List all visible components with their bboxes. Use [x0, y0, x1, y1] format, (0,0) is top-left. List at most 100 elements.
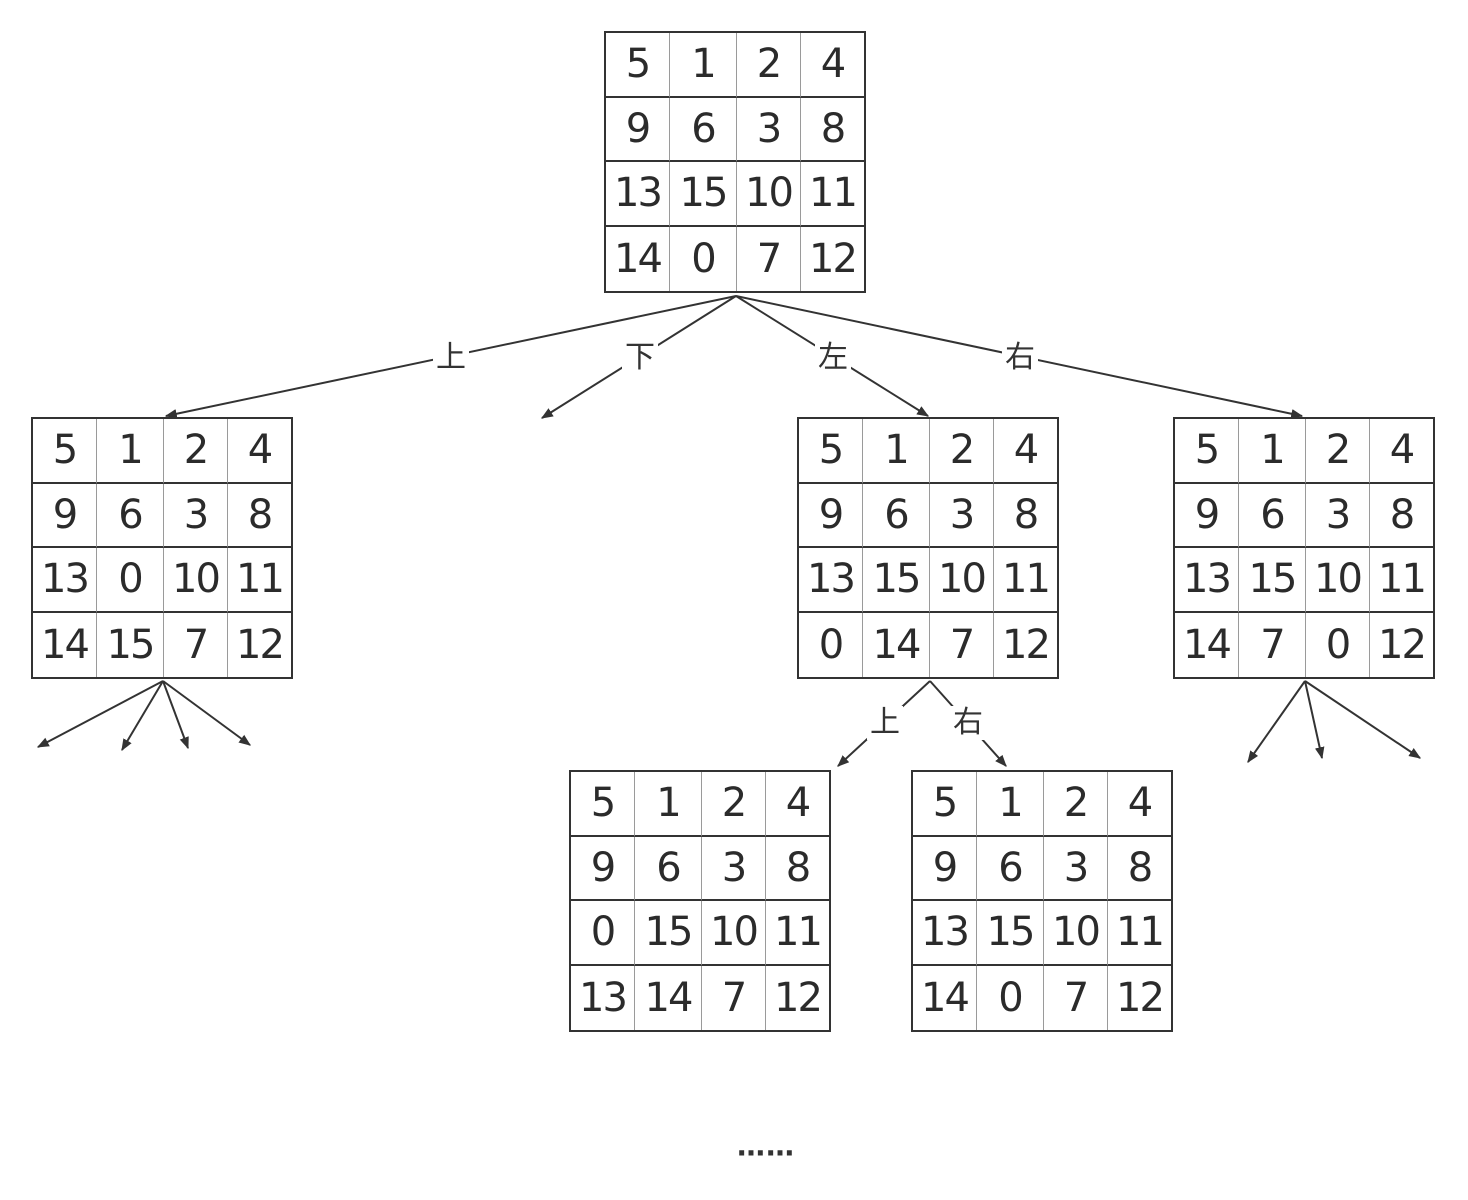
- tile-root-r0c2: 2: [737, 33, 801, 98]
- ellipsis-continuation: ……: [737, 1129, 795, 1163]
- tile-up-r0c0: 5: [33, 419, 97, 484]
- tile-right-r3c2: 0: [1306, 612, 1370, 677]
- tile-up-r0c2: 2: [164, 419, 228, 484]
- tile-right-r3c3: 12: [1378, 621, 1427, 668]
- edge-right-more-3: [1304, 680, 1421, 759]
- tile-right-r2c3: 11: [1370, 548, 1433, 613]
- tile-left_up-r2c0: 0: [571, 901, 635, 966]
- edge-up-more-4: [162, 680, 251, 746]
- tile-root-r0c1: 1: [670, 33, 737, 98]
- tile-root-r2c2: 10: [737, 162, 801, 227]
- tile-left-r2c0: 13: [799, 548, 863, 613]
- edge-up-more-3: [162, 680, 189, 750]
- tile-up-r3c1: 15: [97, 612, 164, 677]
- tile-right-r1c3: 8: [1370, 484, 1433, 548]
- tile-up-r1c1: 6: [97, 483, 164, 548]
- tile-left-r0c3: 4: [994, 419, 1057, 484]
- tile-root-r1c1: 6: [670, 97, 737, 162]
- tile-left_right-r0c0: 5: [913, 772, 977, 837]
- tile-left_up-r1c3: 8: [766, 837, 829, 901]
- tile-left-r2c1: 15: [863, 548, 930, 613]
- tile-right-r2c2: 10: [1306, 548, 1370, 613]
- label-left-right: 右: [950, 706, 986, 740]
- tile-left_right-r0c3: 4: [1108, 772, 1171, 837]
- tile-right-r1c1: 6: [1239, 483, 1306, 548]
- tile-left_up-r3c1: 14: [635, 965, 702, 1030]
- tile-left-r3c2: 7: [930, 612, 994, 677]
- tile-left_right-r3c2: 7: [1044, 965, 1108, 1030]
- tile-left_right-r0c1: 1: [977, 772, 1044, 837]
- tile-right-r2c1: 15: [1239, 548, 1306, 613]
- tile-right-r0c3: 4: [1370, 419, 1433, 484]
- tile-left_up-r1c1: 6: [635, 836, 702, 901]
- tile-root-r3c0: 14: [606, 226, 670, 291]
- tile-left_up-r2c2: 10: [702, 901, 766, 966]
- edge-up-more-2: [121, 680, 164, 752]
- tile-left_up-r1c0: 9: [571, 836, 635, 901]
- tile-up-r2c3: 11: [228, 548, 291, 613]
- tile-left_right-r3c1: 0: [977, 965, 1044, 1030]
- tile-up-r2c0: 13: [33, 548, 97, 613]
- tile-up-r1c3: 8: [228, 484, 291, 548]
- tile-root-r0c3: 4: [801, 33, 864, 98]
- tile-up-r0c1: 1: [97, 419, 164, 484]
- tile-root-r0c0: 5: [606, 33, 670, 98]
- label-right: 右: [1002, 341, 1038, 375]
- tile-left_up-r3c3: 12: [774, 974, 823, 1021]
- tile-root-r1c0: 9: [606, 97, 670, 162]
- edge-right-more-2: [1304, 680, 1325, 760]
- tile-left_up-r0c2: 2: [702, 772, 766, 837]
- tile-up-r2c1: 0: [97, 548, 164, 613]
- tile-left-r0c2: 2: [930, 419, 994, 484]
- tile-right-r0c2: 2: [1306, 419, 1370, 484]
- tile-left_right-r1c3: 8: [1108, 837, 1171, 901]
- tile-right-r1c0: 9: [1175, 483, 1239, 548]
- tile-root-r2c0: 13: [606, 162, 670, 227]
- tile-left_up-r3c0: 13: [571, 965, 635, 1030]
- edge-right-more-1: [1247, 680, 1306, 763]
- tile-left_up-r0c3: 4: [766, 772, 829, 837]
- tile-up-r3c3: 12: [236, 621, 285, 668]
- tile-left_up-r2c3: 11: [766, 901, 829, 966]
- tile-left-r1c3: 8: [994, 484, 1057, 548]
- tile-up-r2c2: 10: [164, 548, 228, 613]
- tile-left_right-r1c0: 9: [913, 836, 977, 901]
- tile-left-r2c2: 10: [930, 548, 994, 613]
- tile-right-r3c0: 14: [1175, 612, 1239, 677]
- tile-root-r3c1: 0: [670, 226, 737, 291]
- tile-left_up-r1c2: 3: [702, 836, 766, 901]
- tile-root-r3c2: 7: [737, 226, 801, 291]
- label-up: 上: [433, 341, 469, 375]
- tile-left-r1c1: 6: [863, 483, 930, 548]
- tile-left_right-r2c3: 11: [1108, 901, 1171, 966]
- tile-left_right-r3c3: 12: [1116, 974, 1165, 1021]
- tile-left-r0c0: 5: [799, 419, 863, 484]
- tile-left_right-r1c1: 6: [977, 836, 1044, 901]
- tile-left-r2c3: 11: [994, 548, 1057, 613]
- tile-left_right-r2c1: 15: [977, 901, 1044, 966]
- tile-left-r3c1: 14: [863, 612, 930, 677]
- tile-right-r0c0: 5: [1175, 419, 1239, 484]
- tile-left_right-r2c0: 13: [913, 901, 977, 966]
- label-left-up: 上: [867, 706, 903, 740]
- tile-left_right-r3c0: 14: [913, 965, 977, 1030]
- tile-up-r1c2: 3: [164, 483, 228, 548]
- tile-left-r0c1: 1: [863, 419, 930, 484]
- tile-root-r2c1: 15: [670, 162, 737, 227]
- tile-left-r1c0: 9: [799, 483, 863, 548]
- tile-left_up-r0c0: 5: [571, 772, 635, 837]
- tile-left_right-r1c2: 3: [1044, 836, 1108, 901]
- edge-up-more-1: [36, 680, 164, 748]
- tile-up-r0c3: 4: [228, 419, 291, 484]
- tile-up-r3c0: 14: [33, 612, 97, 677]
- tile-root-r3c3: 12: [809, 235, 858, 282]
- tile-left_right-r0c2: 2: [1044, 772, 1108, 837]
- tile-up-r3c2: 7: [164, 612, 228, 677]
- tile-root-r1c3: 8: [801, 98, 864, 162]
